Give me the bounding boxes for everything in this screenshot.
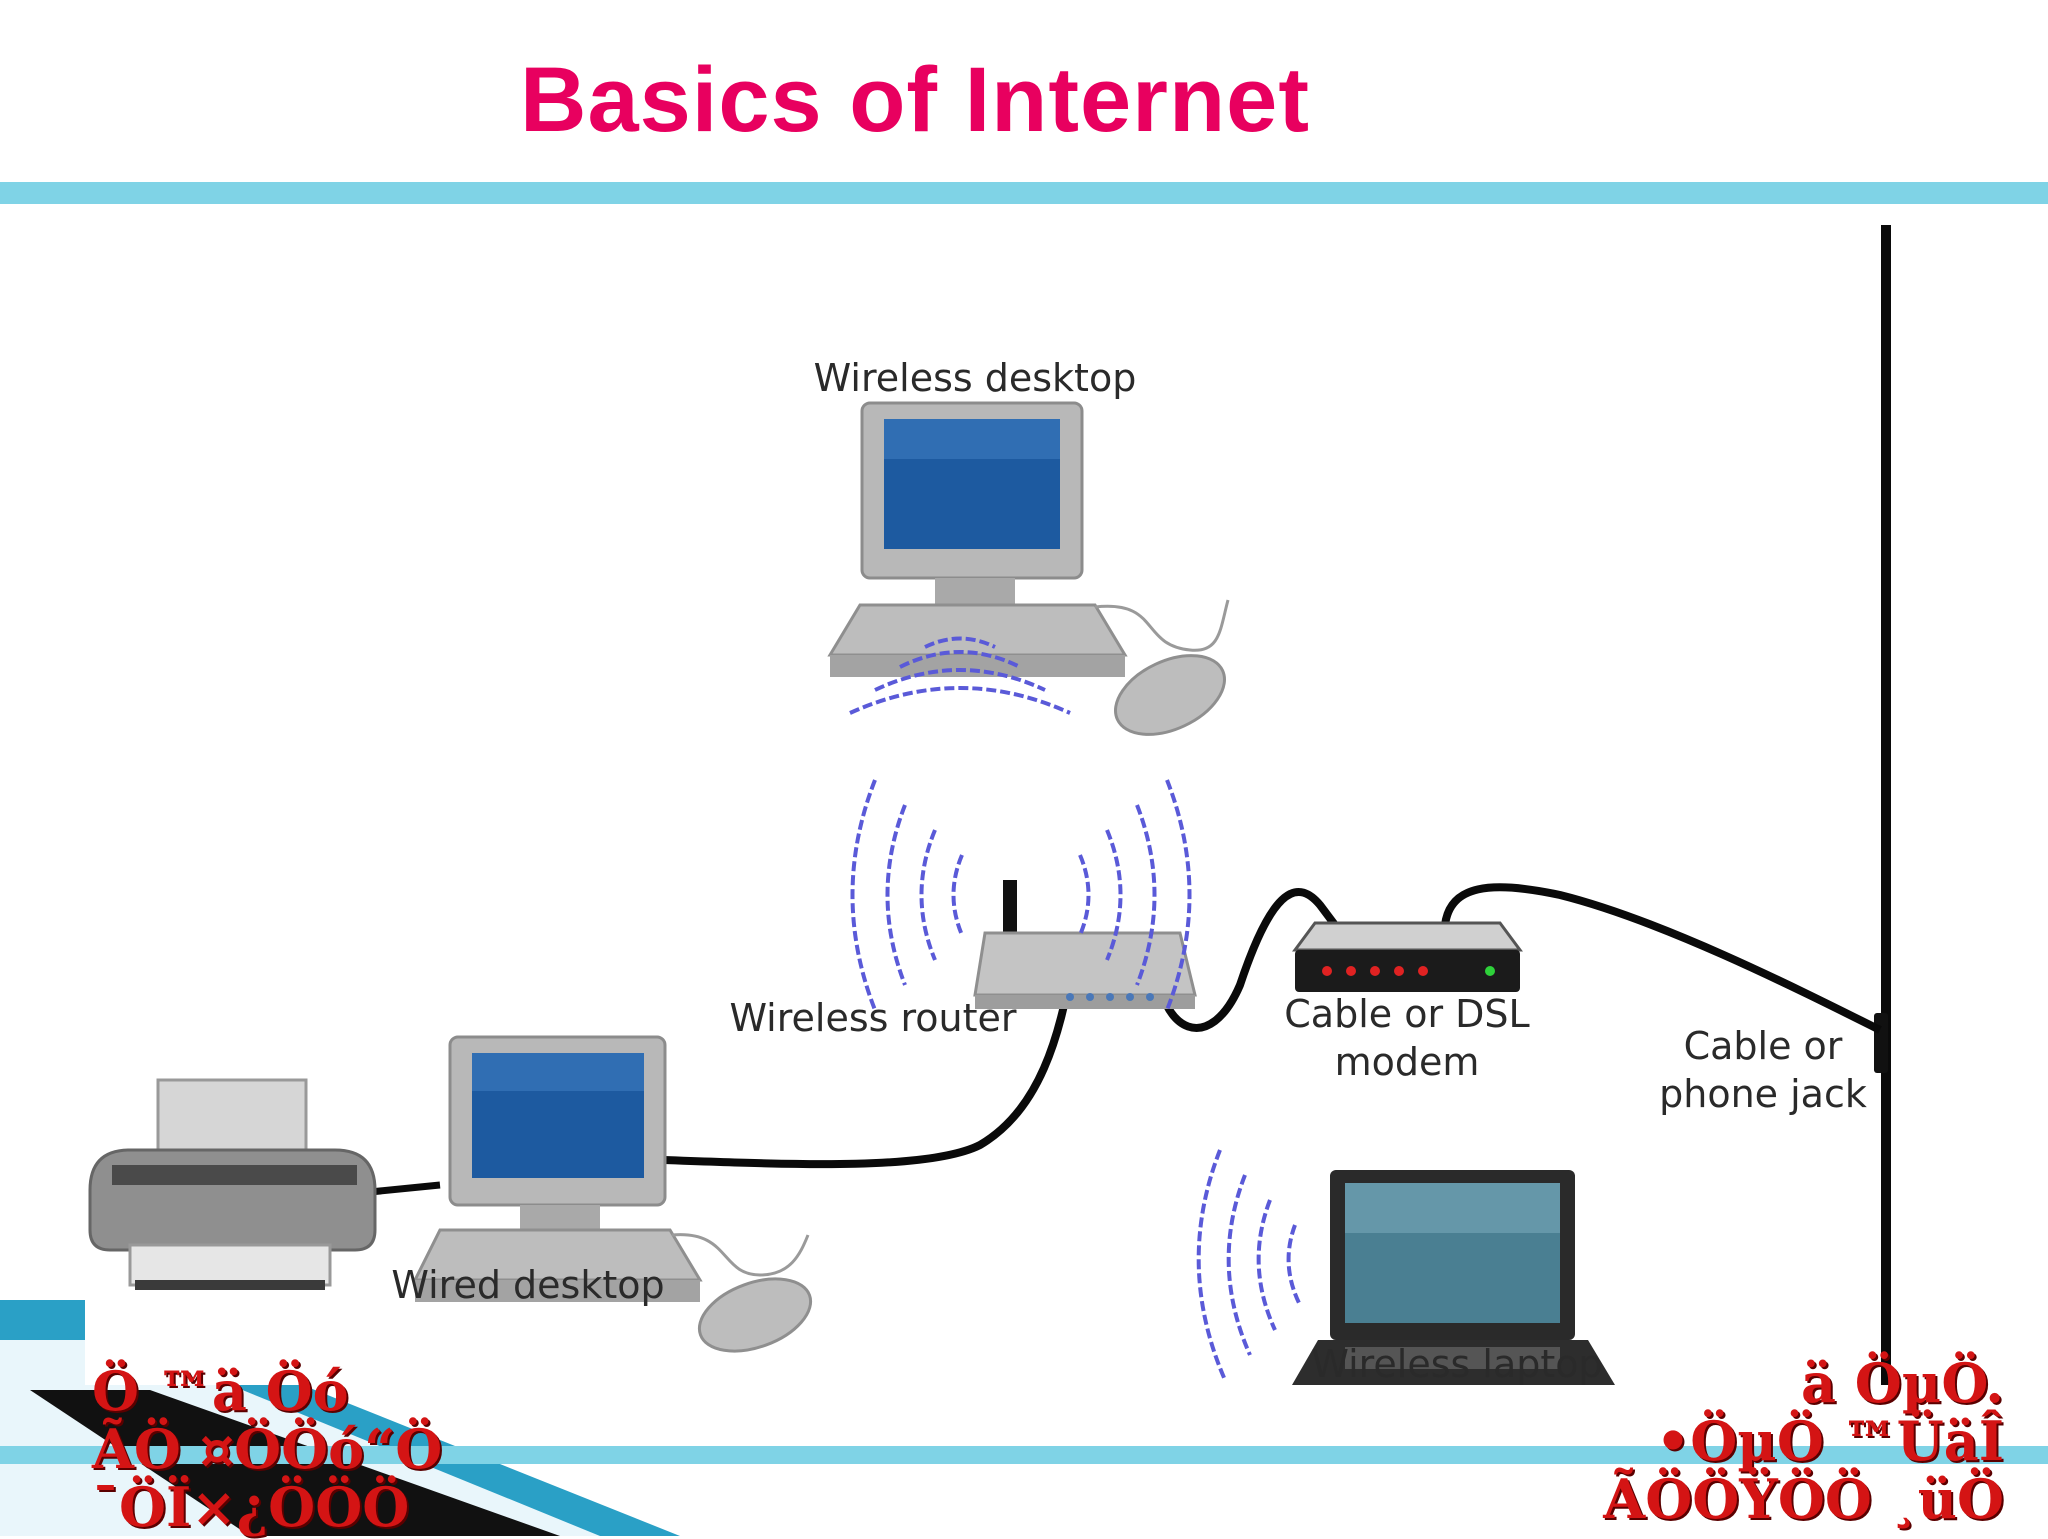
network-diagram: Wireless desktop Wireless router Cable o… [85,205,2048,1385]
label-modem-line2: modem [1335,1040,1480,1084]
label-modem-line1: Cable or DSL [1284,992,1529,1036]
printer-icon [88,1078,377,1290]
wired-desktop-icon [412,1035,813,1353]
modem-to-jack-cable [1441,883,1882,1034]
label-wired-desktop: Wired desktop [391,1263,664,1307]
label-wireless-desktop: Wireless desktop [814,356,1137,400]
modem-icon [1292,921,1523,992]
phone-jack-icon [1874,1013,1888,1073]
top-divider [0,182,2048,204]
wireless-laptop-icon [1292,1170,1615,1385]
label-wireless-laptop: Wireless laptop [1311,1342,1602,1385]
label-jack-line2: phone jack [1659,1072,1867,1116]
router-wifi-waves [850,779,1192,1011]
wireless-desktop-icon [827,401,1230,736]
label-jack-line1: Cable or [1684,1024,1843,1068]
router-to-wired-desktop-cable [664,964,1076,1169]
laptop-wifi-waves [1196,1149,1302,1381]
desktop-wifi-waves [849,636,1071,715]
footer-left-text: Ö ™ä Öó ÃÖ ¤ÖÖó“Ö ¯ÖÏ×¿ÖÖÖ [92,1359,443,1539]
slide-title: Basics of Internet [520,49,1310,151]
label-wireless-router: Wireless router [729,996,1016,1040]
bottom-divider [0,1446,2048,1464]
footer-right-text: ä ÖµÖ. •ÖµÖ ™ÜäÎ ÃÖÖŸÖÖ ¸üÖ [1603,1351,2004,1531]
printer-cable [369,1181,441,1196]
router-to-modem-cable [1151,888,1339,1032]
